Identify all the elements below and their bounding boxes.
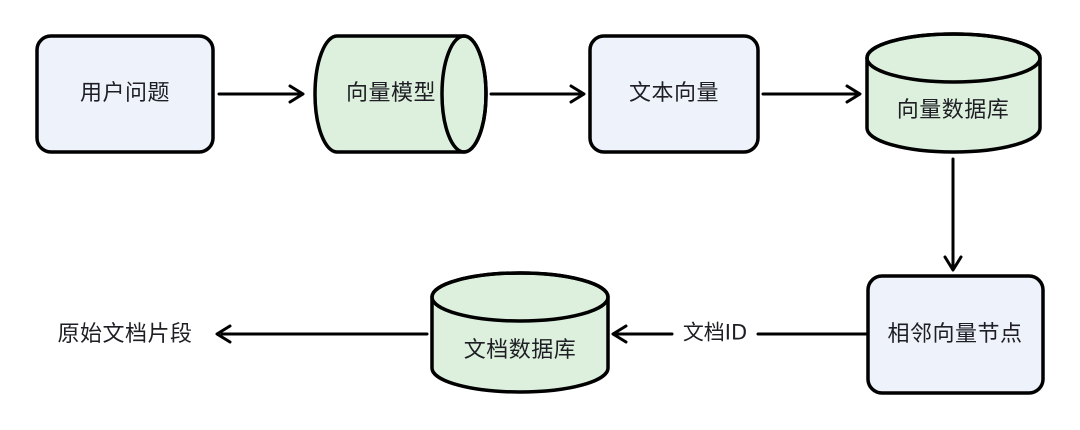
edge-text-vector-to-vector-database: [761, 84, 862, 104]
edge-vector-database-to-adjacent-nodes: [943, 157, 963, 272]
arrowhead-right-icon: [845, 84, 862, 104]
edge-vector-model-to-text-vector: [489, 84, 586, 104]
vector-model-rim: [440, 34, 488, 154]
node-vector-database: [865, 32, 1042, 154]
document-database-rim: [430, 271, 610, 323]
node-text-vector: [588, 34, 760, 154]
edge-adjacent-nodes-to-document-database: [611, 324, 870, 344]
arrowhead-right-icon: [569, 84, 586, 104]
node-label-vector-database: 向量数据库: [896, 98, 1010, 123]
node-user-question: [35, 34, 215, 154]
arrowhead-down-icon: [943, 255, 963, 272]
edge-user-question-to-vector-model: [217, 84, 305, 104]
node-label-original-document-fragment: 原始文档片段: [57, 322, 193, 347]
node-label-text-vector: 文本向量: [628, 81, 720, 106]
node-label-document-database: 文档数据库: [463, 338, 577, 363]
text-vector-box: [588, 34, 760, 154]
edge-label-document-id: 文档ID: [682, 320, 748, 345]
node-vector-model: [313, 34, 488, 154]
node-label-vector-model: 向量模型: [345, 81, 437, 106]
node-label-user-question: 用户问题: [79, 81, 171, 106]
node-document-database: [430, 271, 610, 394]
arrowhead-right-icon: [288, 84, 305, 104]
vector-database-cylinder: [865, 32, 1042, 154]
vector-database-rim: [865, 32, 1042, 84]
user-question-box: [35, 34, 215, 154]
arrowhead-left-icon: [215, 324, 232, 344]
edge-document-database-to-original-fragment: [215, 324, 429, 344]
document-database-cylinder: [430, 271, 610, 394]
node-label-adjacent-vector-nodes: 相邻向量节点: [887, 322, 1023, 347]
arrowhead-left-icon: [611, 324, 628, 344]
